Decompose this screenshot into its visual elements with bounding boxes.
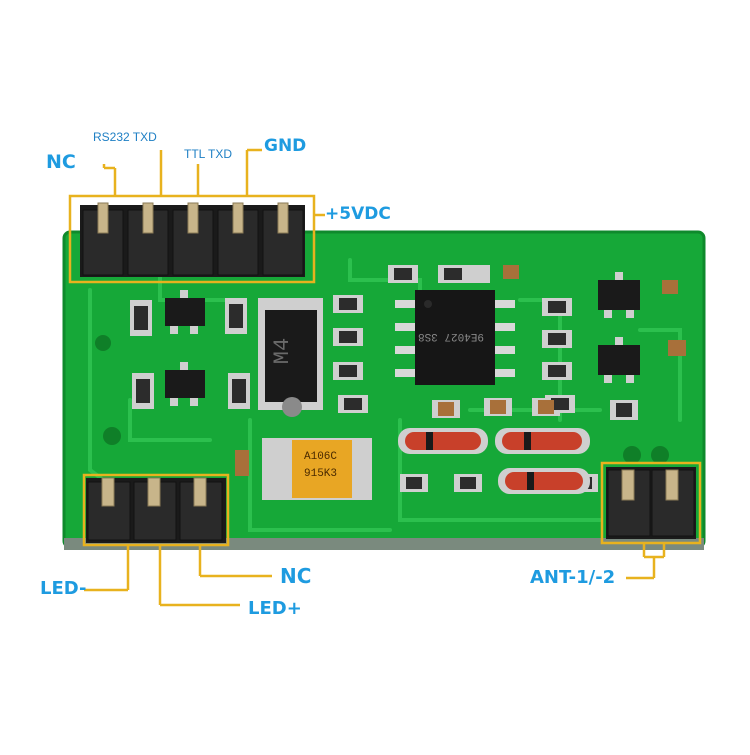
transistors	[165, 280, 640, 398]
chip-marking: 9E4027 3S8	[418, 330, 485, 342]
label-rs232-txd: RS232 TXD	[93, 130, 157, 144]
transistor-leads	[170, 272, 634, 406]
power-diode	[258, 298, 323, 417]
mounting-hole	[651, 446, 669, 464]
label-bottom-nc: NC	[280, 564, 312, 588]
mounting-hole	[623, 446, 641, 464]
mounting-hole	[95, 335, 111, 351]
label-gnd: GND	[264, 136, 307, 156]
label-led-plus: LED+	[248, 598, 302, 619]
ic-chip	[395, 290, 515, 385]
tantalum-capacitor	[262, 438, 372, 500]
top-pin-header	[80, 202, 305, 277]
label-ttl-txd: TTL TXD	[184, 147, 233, 161]
label-top-nc: NC	[46, 151, 76, 173]
mounting-hole	[103, 427, 121, 445]
capacitor-marking-line1: A106C	[304, 451, 338, 463]
callout-lines	[68, 148, 702, 607]
led-pin-header	[86, 477, 226, 543]
antenna-pin-header	[606, 467, 696, 539]
label-led-minus: LED-	[40, 578, 87, 599]
glass-diodes	[398, 428, 590, 494]
label-5vdc: +5VDC	[325, 204, 391, 224]
diode-marking: M4	[270, 337, 296, 365]
capacitor-marking-line2: 915K3	[304, 468, 338, 480]
label-antenna: ANT-1/-2	[530, 567, 616, 588]
